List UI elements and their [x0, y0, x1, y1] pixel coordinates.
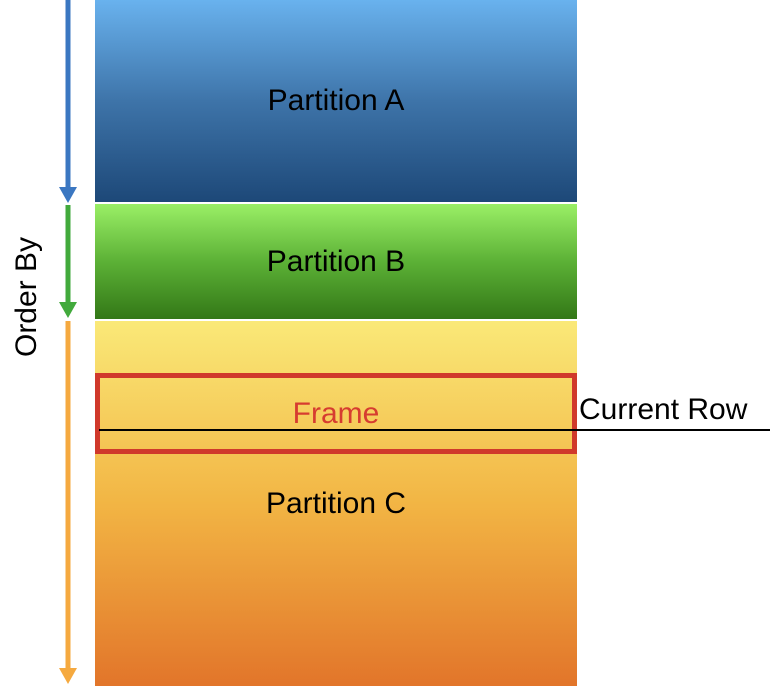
arrow-head-icon	[59, 668, 77, 684]
order-by-label: Order By	[10, 236, 43, 358]
current-row-label: Current Row	[579, 393, 748, 426]
order-by-arrow-partition-c	[59, 321, 77, 684]
arrow-head-icon	[59, 187, 77, 203]
partition-b-box: Partition B	[95, 204, 577, 319]
partition-b-label: Partition B	[266, 244, 406, 278]
frame-label: Frame	[292, 396, 380, 430]
order-by-arrow-partition-a	[59, 0, 77, 203]
partition-c-label: Partition C	[265, 486, 407, 520]
current-row-line	[99, 429, 770, 431]
partition-a-label: Partition A	[267, 84, 405, 117]
partition-a-box: Partition A	[95, 0, 577, 202]
arrow-head-icon	[59, 302, 77, 318]
order-by-arrow-partition-b	[59, 205, 77, 318]
partition-c-box: Partition C	[95, 321, 577, 686]
frame-box: Frame	[95, 373, 577, 454]
